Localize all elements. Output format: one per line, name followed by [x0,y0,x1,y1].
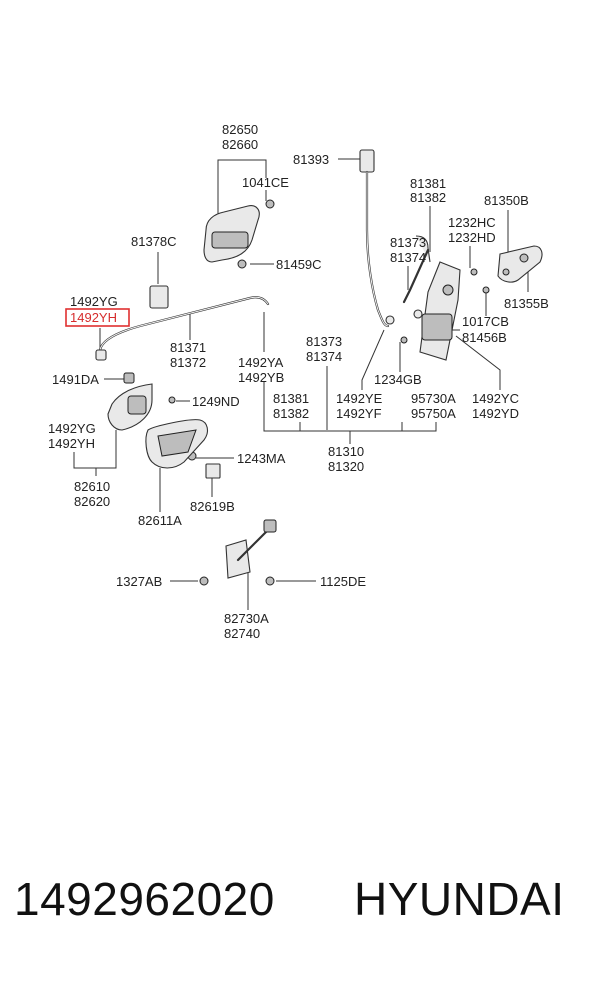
striker-81350B [497,245,543,283]
label-1041CE: 1041CE [242,175,289,190]
label-82730A: 82730A [224,611,269,626]
label-1492YC: 1492YC [472,391,519,406]
label-81373-top: 81373 [390,235,426,250]
label-1492YH-highlighted: 1492YH [70,310,117,325]
footer: 1492962020 HYUNDAI [0,872,600,942]
label-81393: 81393 [293,152,329,167]
label-81350B: 81350B [484,193,529,208]
label-82611A: 82611A [138,513,182,528]
label-1492YE: 1492YE [336,391,383,406]
inside-handle-82610 [107,383,153,431]
label-1327AB: 1327AB [116,574,162,589]
pad-82619B [205,463,221,479]
label-1492YH-bottom: 1492YH [48,436,95,451]
part-number: 1492962020 [14,873,275,925]
label-95730A: 95730A [411,391,456,406]
label-81373-mid: 81373 [306,334,342,349]
label-81382-mid: 81382 [273,406,309,421]
label-81381-top: 81381 [410,176,446,191]
label-1232HD: 1232HD [448,230,496,245]
label-81310: 81310 [328,444,364,459]
label-81382-top: 81382 [410,190,446,205]
label-81459C: 81459C [276,257,322,272]
label-1492YF: 1492YF [336,406,382,421]
label-81378C: 81378C [131,234,177,249]
screws [168,259,490,586]
rod-81393 [359,149,395,328]
label-82660: 82660 [222,137,258,152]
label-81374-top: 81374 [390,250,426,265]
label-81381-mid: 81381 [273,391,309,406]
label-1491DA: 1491DA [52,372,99,387]
label-82650: 82650 [222,122,258,137]
label-81456B: 81456B [462,330,507,345]
outside-handle [203,199,275,263]
label-82740: 82740 [224,626,260,641]
latch-assembly [402,235,461,361]
label-81320: 81320 [328,459,364,474]
label-1017CB: 1017CB [462,314,509,329]
label-95750A: 95750A [411,406,456,421]
label-1249ND: 1249ND [192,394,240,409]
label-1492YD: 1492YD [472,406,519,421]
label-1232HC: 1232HC [448,215,496,230]
label-81355B: 81355B [504,296,549,311]
block-81378C [149,285,169,309]
label-1125DE: 1125DE [320,574,366,589]
label-1492YB: 1492YB [238,370,284,385]
label-1234GB: 1234GB [374,372,422,387]
label-1492YA: 1492YA [238,355,284,370]
callout-labels: 82650 82660 1041CE 81393 81381 81382 813… [48,122,549,641]
label-82610: 82610 [74,479,110,494]
parts-diagram: 82650 82660 1041CE 81393 81381 81382 813… [48,122,549,641]
inside-handle-cover-82611A [145,419,209,469]
label-81374-mid: 81374 [306,349,342,364]
label-81372: 81372 [170,355,206,370]
label-82619B: 82619B [190,499,235,514]
highlight-box [65,308,130,327]
label-1492YG-bottom: 1492YG [48,421,96,436]
label-81371: 81371 [170,340,206,355]
rod-81371 [95,296,270,361]
label-1492YG-top: 1492YG [70,294,118,309]
label-1243MA: 1243MA [237,451,286,466]
brand-name: HYUNDAI [354,873,565,925]
door-checker-82730A [225,519,277,579]
clip-1491DA [123,372,135,384]
label-82620: 82620 [74,494,110,509]
